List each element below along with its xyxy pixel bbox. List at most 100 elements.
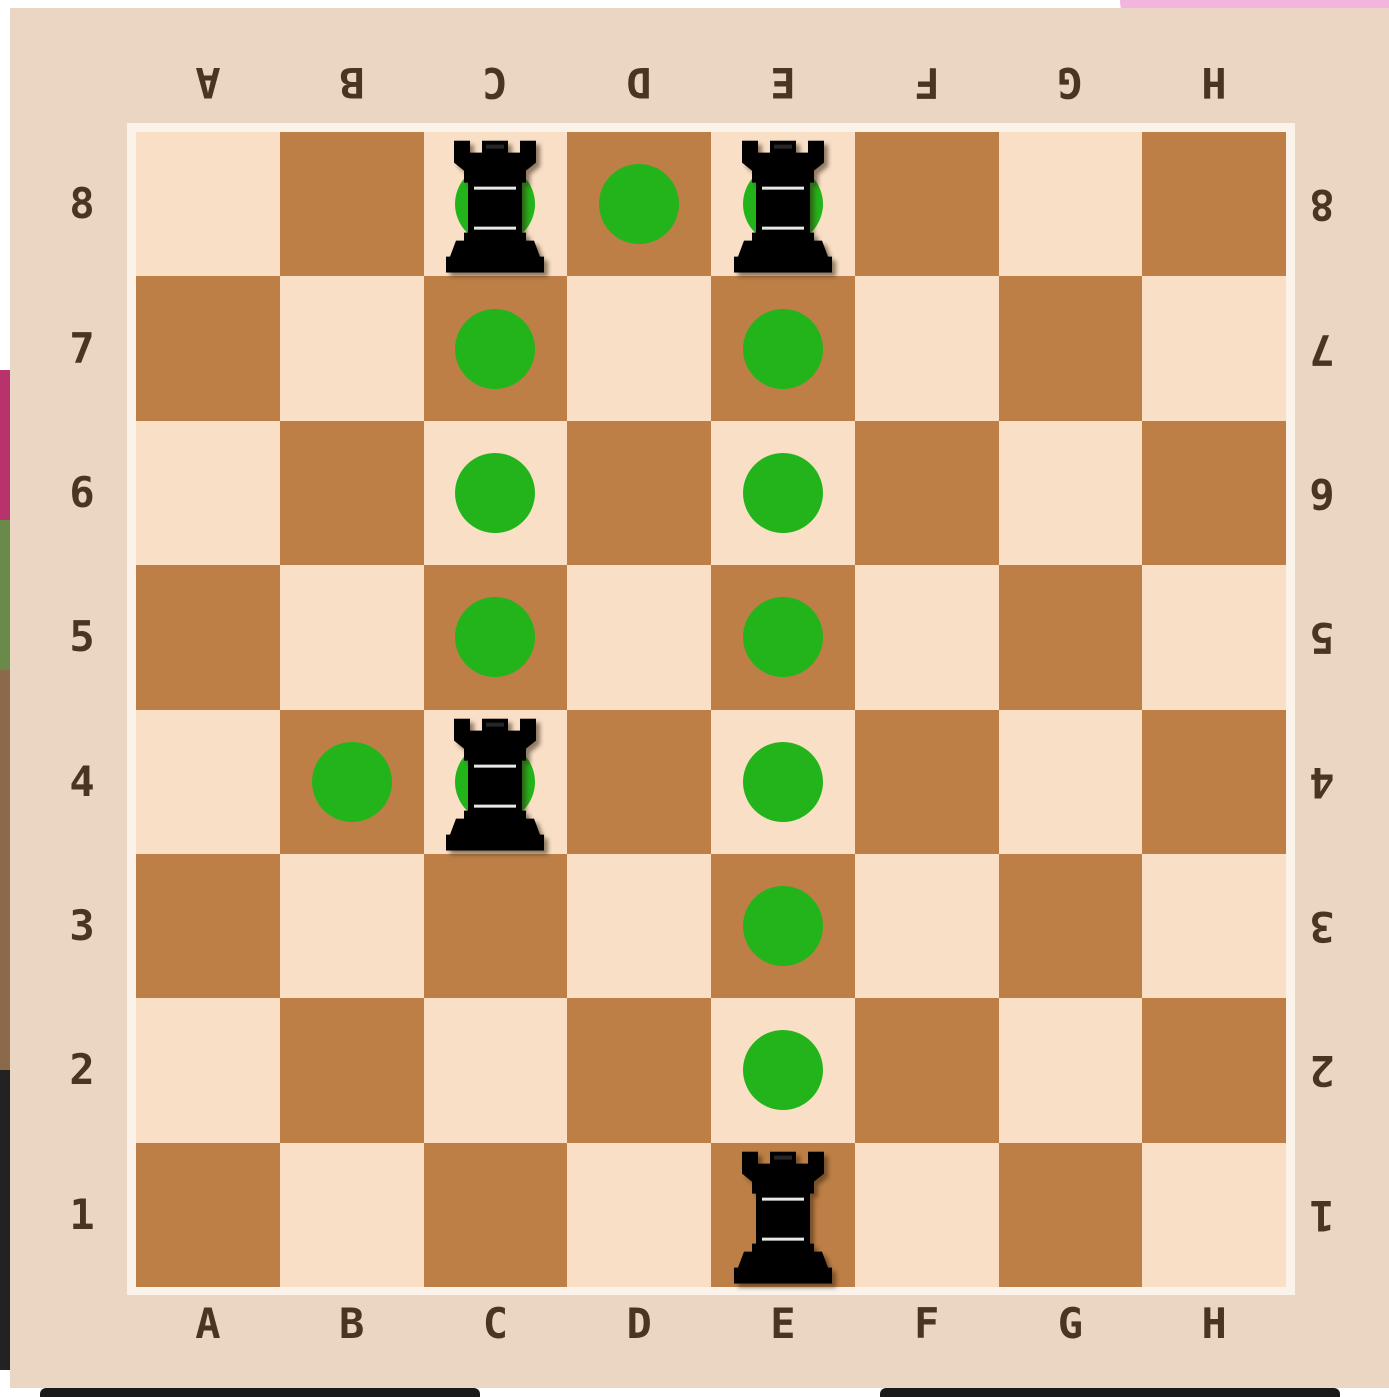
square-g1[interactable]	[999, 1143, 1143, 1287]
square-f2[interactable]	[855, 998, 999, 1142]
rank-label-right: 4	[1292, 752, 1352, 812]
rank-label-right: 7	[1292, 319, 1352, 379]
square-b2[interactable]	[280, 998, 424, 1142]
square-c7[interactable]	[424, 276, 568, 420]
rank-label-left: 6	[52, 463, 112, 523]
square-e8[interactable]	[711, 132, 855, 276]
square-c6[interactable]	[424, 421, 568, 565]
square-b6[interactable]	[280, 421, 424, 565]
square-b8[interactable]	[280, 132, 424, 276]
square-b5[interactable]	[280, 565, 424, 709]
square-d4[interactable]	[567, 710, 711, 854]
rook-icon[interactable]	[440, 718, 550, 850]
move-hint-dot[interactable]	[743, 742, 823, 822]
square-c4[interactable]	[424, 710, 568, 854]
square-h6[interactable]	[1142, 421, 1286, 565]
square-a2[interactable]	[136, 998, 280, 1142]
square-e7[interactable]	[711, 276, 855, 420]
square-h2[interactable]	[1142, 998, 1286, 1142]
square-h5[interactable]	[1142, 565, 1286, 709]
square-e4[interactable]	[711, 710, 855, 854]
square-e5[interactable]	[711, 565, 855, 709]
square-a1[interactable]	[136, 1143, 280, 1287]
move-hint-dot[interactable]	[743, 597, 823, 677]
square-b4[interactable]	[280, 710, 424, 854]
square-f5[interactable]	[855, 565, 999, 709]
rank-label-left: 5	[52, 607, 112, 667]
square-d6[interactable]	[567, 421, 711, 565]
square-f7[interactable]	[855, 276, 999, 420]
file-label-bottom: A	[178, 1294, 238, 1354]
square-e3[interactable]	[711, 854, 855, 998]
square-e1[interactable]	[711, 1143, 855, 1287]
rank-label-right: 1	[1292, 1185, 1352, 1245]
square-h8[interactable]	[1142, 132, 1286, 276]
square-f3[interactable]	[855, 854, 999, 998]
square-c3[interactable]	[424, 854, 568, 998]
rook-icon[interactable]	[728, 141, 838, 273]
move-hint-dot[interactable]	[455, 453, 535, 533]
chess-board	[136, 132, 1286, 1287]
file-label-bottom: E	[753, 1294, 813, 1354]
square-d2[interactable]	[567, 998, 711, 1142]
rank-label-right: 3	[1292, 896, 1352, 956]
file-label-top: C	[465, 52, 525, 112]
square-c1[interactable]	[424, 1143, 568, 1287]
square-h4[interactable]	[1142, 710, 1286, 854]
square-c8[interactable]	[424, 132, 568, 276]
file-label-bottom: C	[465, 1294, 525, 1354]
file-label-top: H	[1184, 52, 1244, 112]
move-hint-dot[interactable]	[455, 309, 535, 389]
square-f8[interactable]	[855, 132, 999, 276]
square-a8[interactable]	[136, 132, 280, 276]
square-a7[interactable]	[136, 276, 280, 420]
square-e6[interactable]	[711, 421, 855, 565]
file-label-bottom: F	[897, 1294, 957, 1354]
square-a3[interactable]	[136, 854, 280, 998]
square-d8[interactable]	[567, 132, 711, 276]
rook-icon[interactable]	[728, 1151, 838, 1283]
rank-label-left: 3	[52, 896, 112, 956]
square-h7[interactable]	[1142, 276, 1286, 420]
square-f1[interactable]	[855, 1143, 999, 1287]
rook-icon[interactable]	[440, 141, 550, 273]
file-label-bottom: D	[609, 1294, 669, 1354]
square-f4[interactable]	[855, 710, 999, 854]
square-g6[interactable]	[999, 421, 1143, 565]
file-label-top: G	[1040, 52, 1100, 112]
square-b7[interactable]	[280, 276, 424, 420]
move-hint-dot[interactable]	[455, 597, 535, 677]
move-hint-dot[interactable]	[743, 453, 823, 533]
move-hint-dot[interactable]	[599, 164, 679, 244]
square-a4[interactable]	[136, 710, 280, 854]
square-g4[interactable]	[999, 710, 1143, 854]
square-g8[interactable]	[999, 132, 1143, 276]
square-e2[interactable]	[711, 998, 855, 1142]
square-h3[interactable]	[1142, 854, 1286, 998]
square-a6[interactable]	[136, 421, 280, 565]
move-hint-dot[interactable]	[743, 309, 823, 389]
square-f6[interactable]	[855, 421, 999, 565]
square-a5[interactable]	[136, 565, 280, 709]
square-b1[interactable]	[280, 1143, 424, 1287]
square-g5[interactable]	[999, 565, 1143, 709]
square-h1[interactable]	[1142, 1143, 1286, 1287]
square-d1[interactable]	[567, 1143, 711, 1287]
file-label-top: D	[609, 52, 669, 112]
move-hint-dot[interactable]	[743, 1030, 823, 1110]
square-g7[interactable]	[999, 276, 1143, 420]
square-g3[interactable]	[999, 854, 1143, 998]
move-hint-dot[interactable]	[743, 886, 823, 966]
background-fragment	[40, 1388, 480, 1397]
move-hint-dot[interactable]	[312, 742, 392, 822]
rank-label-right: 8	[1292, 174, 1352, 234]
square-c5[interactable]	[424, 565, 568, 709]
square-d7[interactable]	[567, 276, 711, 420]
square-c2[interactable]	[424, 998, 568, 1142]
square-g2[interactable]	[999, 998, 1143, 1142]
square-d3[interactable]	[567, 854, 711, 998]
square-b3[interactable]	[280, 854, 424, 998]
square-d5[interactable]	[567, 565, 711, 709]
file-label-top: A	[178, 52, 238, 112]
